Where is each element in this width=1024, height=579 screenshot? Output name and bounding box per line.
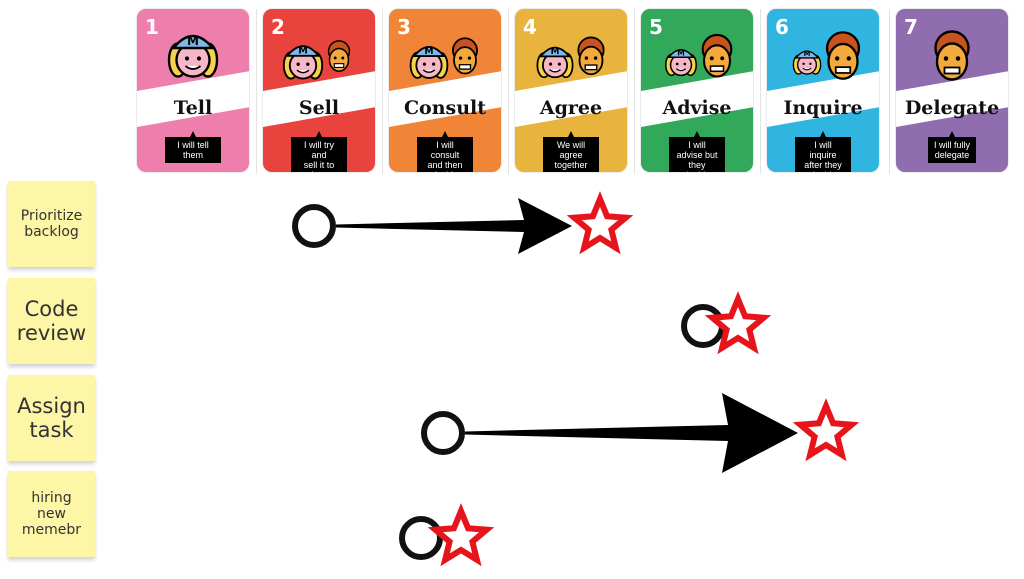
faces-icon: M — [282, 40, 351, 80]
current-level-circle — [292, 204, 336, 248]
card-number: 4 — [523, 15, 537, 39]
column-divider — [889, 9, 890, 174]
speech-tail — [568, 131, 574, 137]
sticky-note[interactable]: hiring new memebr — [8, 471, 95, 557]
column-divider — [256, 9, 257, 174]
current-level-circle — [421, 411, 465, 455]
column-divider — [634, 9, 635, 174]
current-level-circle — [399, 516, 443, 560]
current-level-circle — [681, 304, 725, 348]
card-description: I will tell them — [165, 137, 221, 163]
faces-icon: M — [792, 31, 861, 80]
faces-icon: M — [167, 34, 219, 78]
card-title: Agree — [539, 97, 603, 119]
sticky-note[interactable]: Code review — [8, 278, 95, 364]
card-description: I will consult and then decide — [417, 137, 473, 172]
target-level-star — [792, 398, 860, 462]
sticky-note[interactable]: Prioritize backlog — [8, 181, 95, 267]
column-divider — [760, 9, 761, 174]
card-title: Tell — [173, 97, 213, 119]
svg-text:M: M — [677, 48, 685, 57]
card-number: 2 — [271, 15, 285, 39]
card-description: I will advise but they decide — [669, 137, 725, 172]
card-description: I will inquire after they decide — [795, 137, 851, 172]
target-level-star — [427, 503, 495, 567]
card-description: We will agree together — [543, 137, 599, 172]
card-description: I will try and sell it to them — [291, 137, 347, 172]
card-title: Sell — [298, 97, 340, 119]
card-description: I will fully delegate — [927, 137, 977, 163]
svg-text:M: M — [804, 50, 811, 58]
card-number: 6 — [775, 15, 789, 39]
card-number: 7 — [904, 15, 918, 39]
column-divider — [508, 9, 509, 174]
svg-text:M: M — [298, 45, 308, 56]
target-level-star — [704, 291, 772, 355]
svg-text:M: M — [551, 47, 560, 57]
card-title: Inquire — [783, 97, 863, 119]
svg-text:M: M — [424, 46, 433, 57]
faces-icon: M — [409, 37, 478, 79]
shift-arrow — [465, 393, 798, 473]
card-title: Delegate — [904, 97, 1000, 119]
column-divider — [382, 9, 383, 174]
speech-tail — [694, 131, 700, 137]
card-title: Consult — [403, 97, 487, 119]
target-level-star — [566, 191, 634, 255]
faces-icon: M — [665, 33, 733, 78]
speech-tail — [820, 131, 826, 137]
speech-tail — [190, 131, 196, 137]
svg-text:M: M — [187, 34, 199, 48]
card-number: 3 — [397, 15, 411, 39]
sticky-note[interactable]: Assign task — [8, 375, 95, 461]
speech-tail — [316, 131, 322, 137]
faces-icon — [934, 30, 970, 81]
card-title: Advise — [662, 97, 732, 119]
shift-arrow — [336, 198, 572, 254]
speech-tail — [442, 131, 448, 137]
card-number: 5 — [649, 15, 663, 39]
card-number: 1 — [145, 15, 159, 39]
speech-tail — [949, 131, 955, 137]
faces-icon: M — [536, 36, 605, 79]
